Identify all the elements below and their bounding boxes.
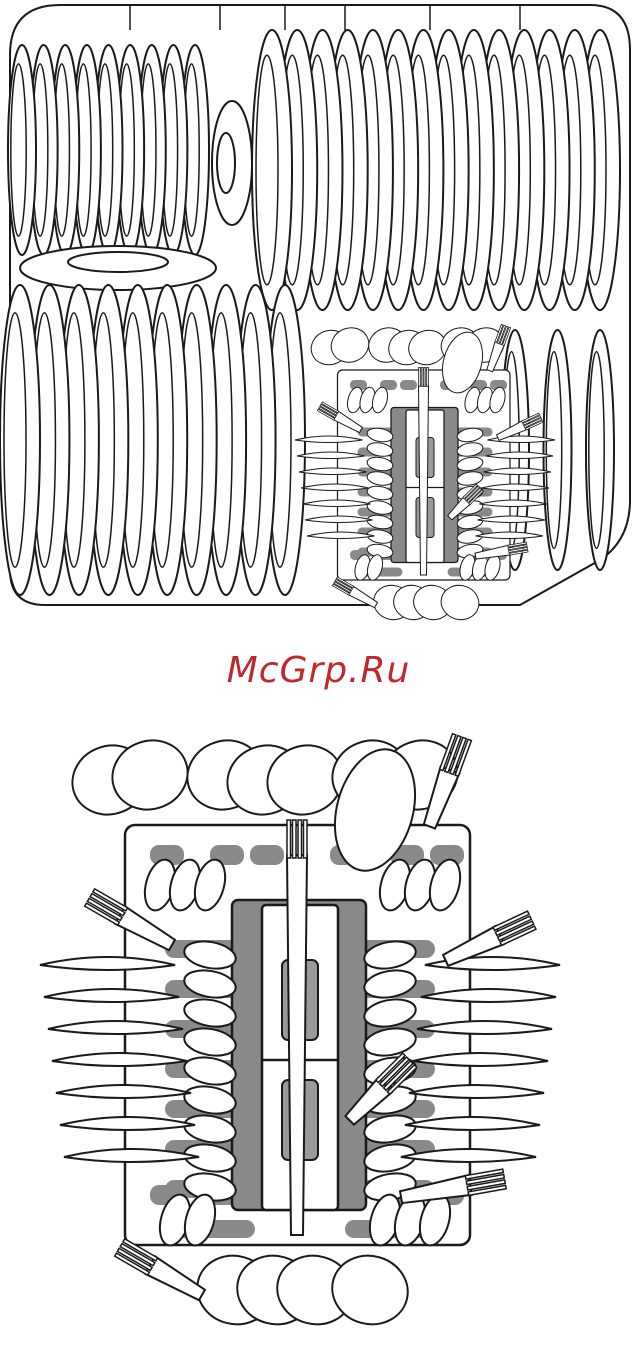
saucer bbox=[20, 246, 216, 290]
basket-slot bbox=[400, 380, 417, 390]
fork bbox=[115, 1239, 207, 1304]
plate bbox=[0, 285, 40, 595]
plate-large bbox=[252, 30, 292, 310]
plate-small bbox=[586, 330, 614, 570]
plate-small bbox=[544, 330, 572, 570]
cutlery-basket-large bbox=[40, 730, 560, 1333]
cup-disc bbox=[212, 101, 252, 225]
watermark-text: McGrp.Ru bbox=[0, 650, 637, 700]
plates-upper-right bbox=[252, 30, 620, 310]
dishwasher-basket-illustration bbox=[0, 0, 637, 630]
basket-slot bbox=[250, 845, 284, 865]
fork bbox=[287, 820, 307, 1235]
spoon bbox=[324, 1247, 415, 1332]
plates-upper-left bbox=[8, 45, 209, 255]
cutlery-basket-illustration bbox=[0, 715, 637, 1345]
plates-lower-left bbox=[0, 285, 305, 595]
plate bbox=[8, 45, 36, 255]
fork bbox=[419, 368, 429, 576]
watermark-label: McGrp.Ru bbox=[227, 650, 411, 691]
